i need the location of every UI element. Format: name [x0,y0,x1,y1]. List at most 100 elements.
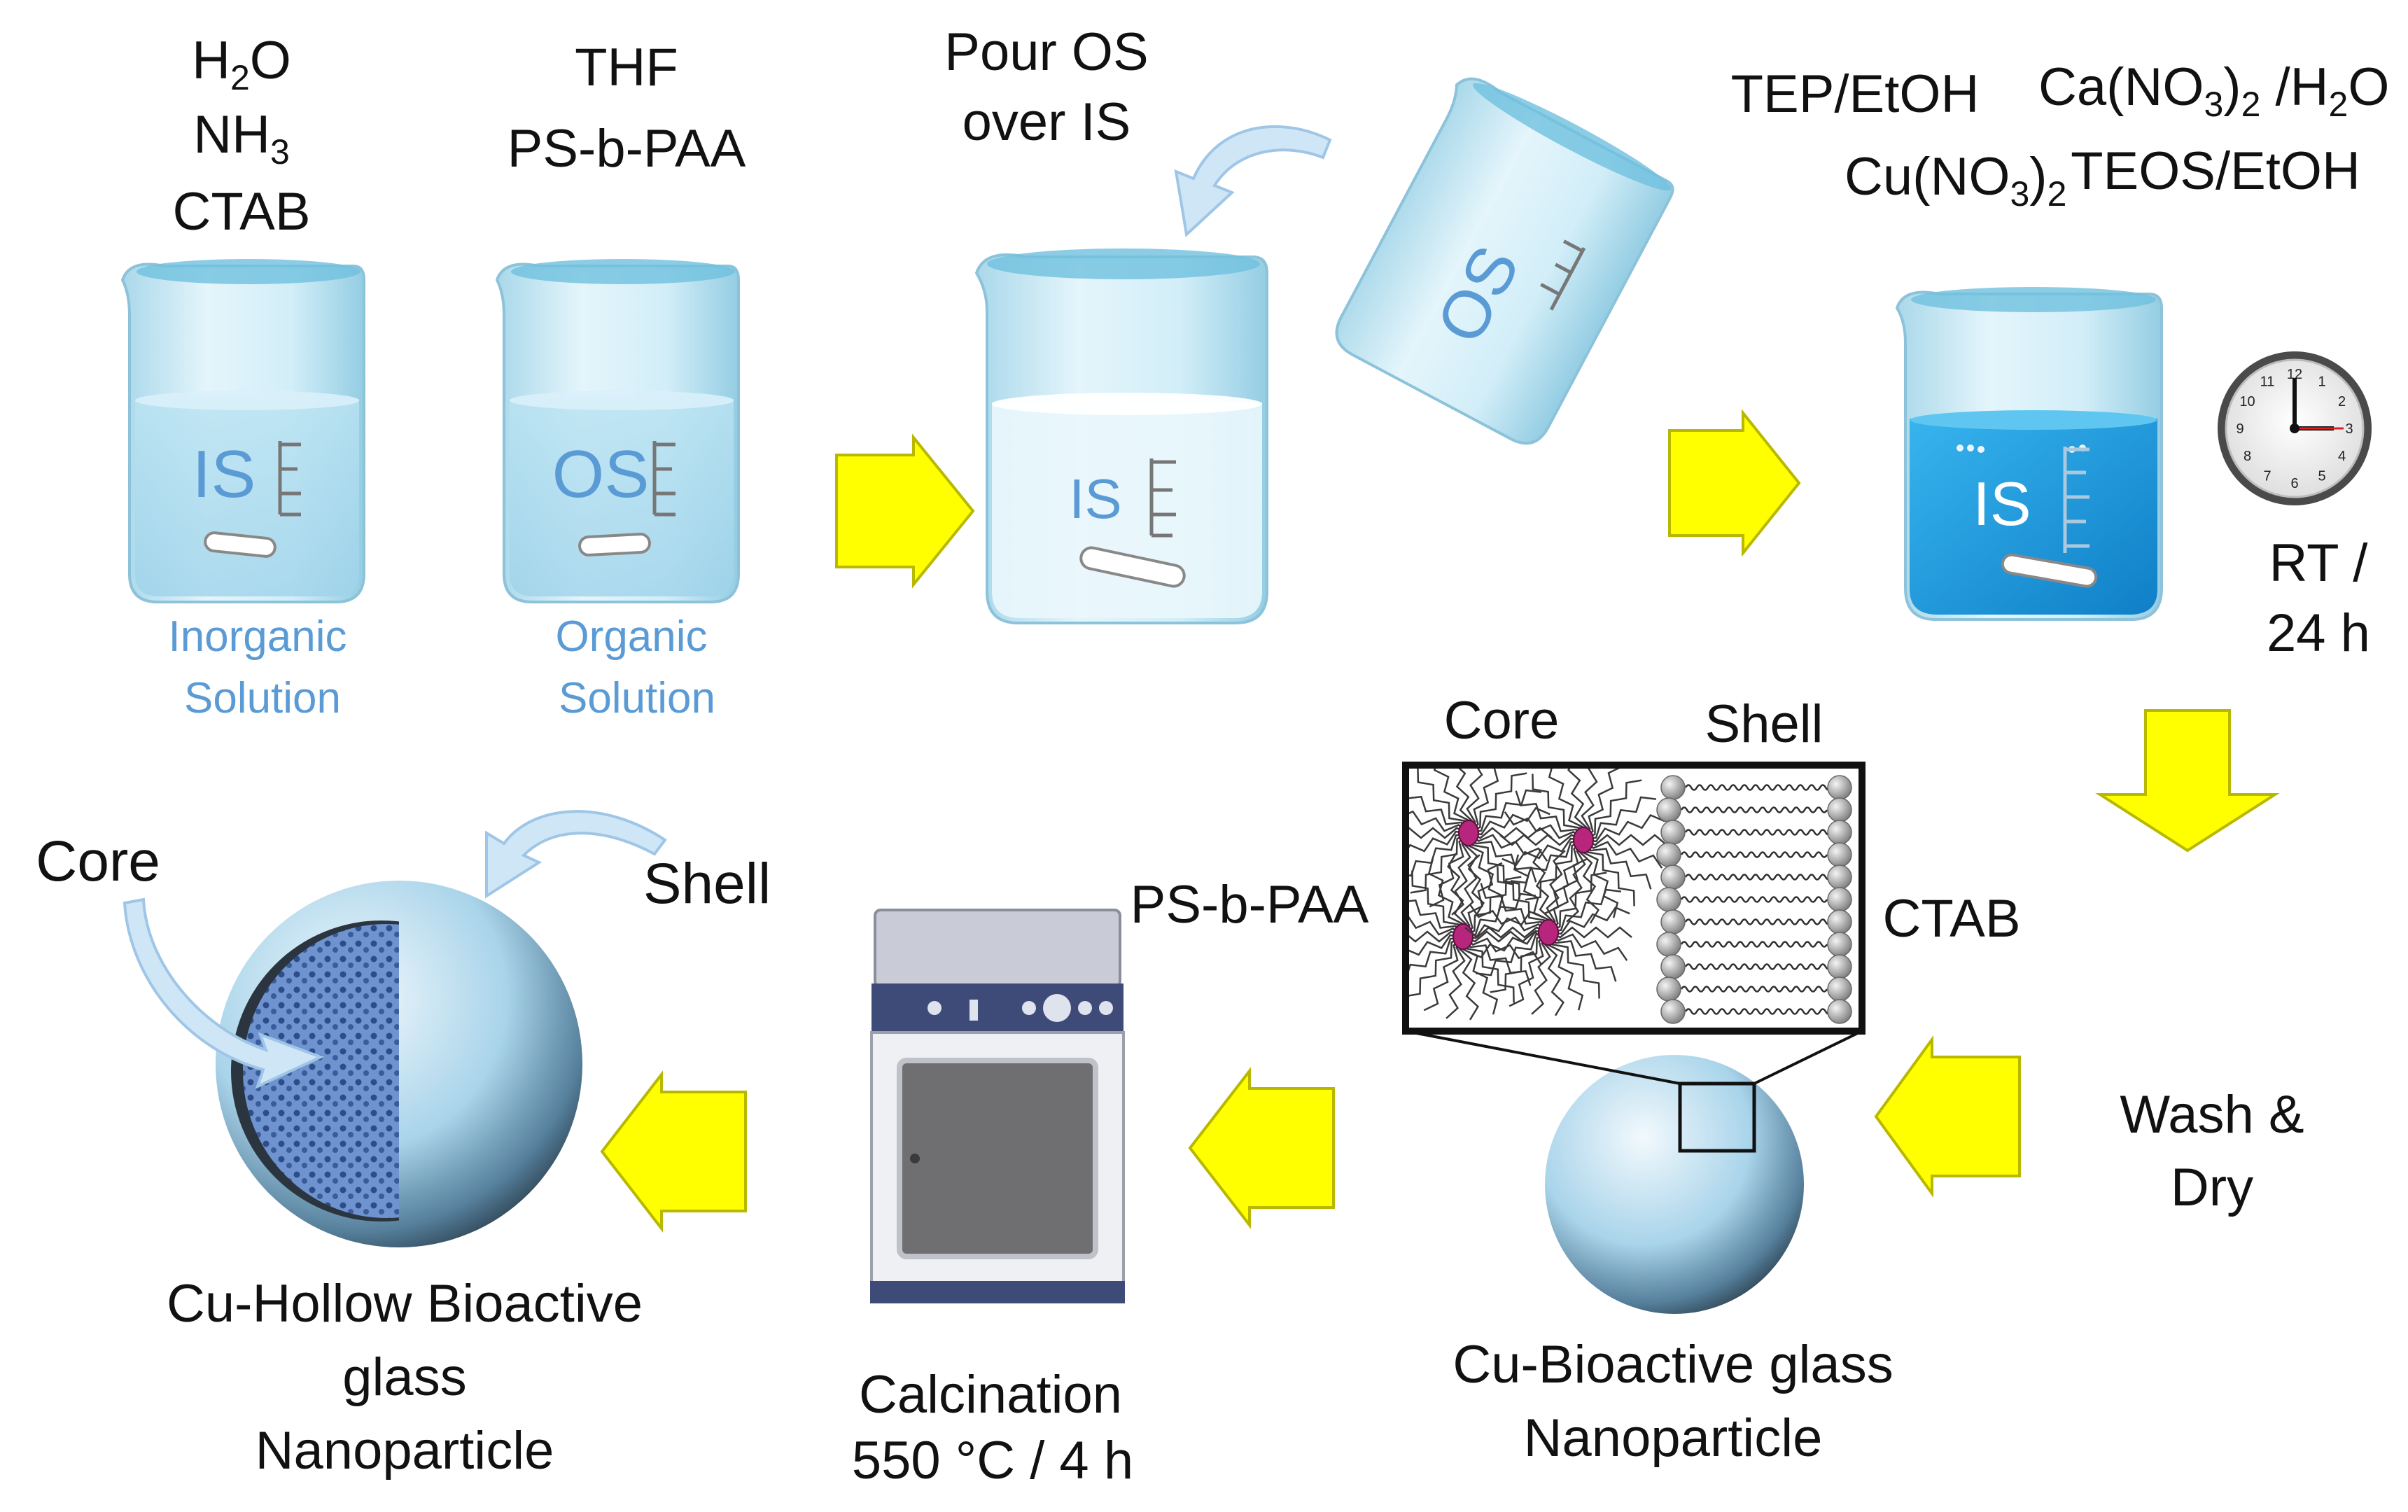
zoom-line-left [1405,1030,1681,1085]
micelle-core-dot [1458,820,1479,846]
beaker-tag-is: IS [192,437,256,512]
polymer-strand [1460,854,1480,937]
polymer-strand [1532,774,1585,841]
surfactant-chain [1680,896,1828,903]
surfactant-head [1827,887,1852,912]
polymer-strand [1406,913,1464,937]
reagent-water-sub: 2 [230,58,250,97]
clock-number: 4 [2338,449,2346,464]
svg-text:H2O: H2O [192,31,291,97]
polymer-strand [1490,931,1549,993]
polymer-strand [1468,772,1527,834]
clock-number: 12 [2287,367,2302,382]
polymer-strand [1406,930,1464,943]
polymer-strand [1462,936,1543,965]
zoom-line-right [1754,1030,1863,1085]
surfactant-head [1827,775,1852,800]
cu-nitrate-b: ) [2029,147,2047,206]
polymer-strand [1464,926,1549,939]
surfactant-head [1827,864,1852,890]
polymer-strand [1423,936,1464,1011]
shell-surfactant-chains [1656,775,1852,1024]
caption-hollow-line1: Cu-Hollow Bioactive [167,1274,643,1334]
surfactant-head [1660,775,1686,800]
stir-bar [204,531,276,558]
polymer-strand [1583,839,1663,869]
polymer-strand [1466,765,1483,834]
polymer-strand [1583,779,1642,841]
polymer-strand [1547,932,1617,982]
polymer-strand [1583,834,1667,846]
polymer-strand [1499,834,1584,846]
ca-nitrate-sub2: 2 [2241,85,2261,124]
polymer-strand [1447,853,1467,937]
reagents-inorganic: H2O NH3 CTAB [172,31,310,241]
polymer-strand [1406,830,1469,854]
caption-organic-line1: Organic [555,612,707,661]
surfactant-chain [1680,851,1828,858]
clock-number: 8 [2244,449,2251,464]
condition-24h: 24 h [2267,603,2370,663]
caption-inorganic-line1: Inorganic [168,612,346,661]
ca-nitrate-b: ) [2223,57,2241,117]
clock-number: 5 [2318,469,2325,484]
polymer-strand [1406,899,1464,937]
polymer-strand [1508,932,1549,1007]
scale-marks [1540,239,1586,311]
polymer-strand [1433,765,1470,834]
polymer-strand [1462,936,1515,1003]
clock-number: 10 [2239,394,2255,410]
clock-number: 7 [2263,469,2271,484]
polymer-strand [1406,827,1469,839]
polymer-strand [1406,810,1469,834]
polymer-strand [1455,765,1473,834]
polymer-strand [1546,850,1566,933]
polymer-strand [1531,932,1551,1015]
polymer-strand [1459,936,1479,1021]
clock-number: 9 [2236,421,2244,437]
polymer-strand [1462,862,1503,937]
inset-agent-ps-b-paa: PS-b-PAA [1130,875,1369,934]
polymer-strand [1468,789,1542,834]
polymer-strand [1475,931,1549,976]
surfactant-head [1827,954,1852,979]
micelle-core-dot [1538,919,1559,946]
ca-nitrate-d: O [2348,57,2389,117]
polymer-strand [1462,876,1522,938]
zoom-region [1678,1082,1756,1153]
hollow-core-label: Core [36,830,160,893]
surfactant-chain [1684,1008,1833,1015]
polymer-strand [1544,932,1564,1016]
inset-agent-ctab: CTAB [1882,889,2020,948]
surfactant-head [1660,820,1686,845]
polymer-strand [1462,892,1536,938]
reagent-ammonia: NH [193,105,270,164]
surfactant-head [1656,976,1681,1002]
polymer-strand [1417,766,1470,834]
polymer-strand [1513,854,1550,933]
caption-bioactive-line1: Cu-Bioactive glass [1452,1335,1893,1394]
scale-marks [1149,458,1176,538]
reagent-ca-nitrate: Ca(NO3)2 /H2O [2038,57,2389,124]
polymer-strand [1548,926,1632,939]
polymer-strand [1467,832,1537,883]
ca-nitrate-a: Ca(NO [2038,57,2204,117]
polymer-strand [1462,930,1547,943]
clock-number: 11 [2260,374,2275,390]
core-pointer-arrow [122,897,325,1089]
svg-text:NH3: NH3 [193,105,290,172]
cu-nitrate-sub2: 2 [2047,174,2067,214]
polymer-strand [1466,930,1549,959]
surfactant-chain [1680,941,1828,948]
caption-bioactive-line2: Nanoparticle [1524,1408,1823,1468]
polymer-strand [1582,839,1635,906]
surfactant-head [1660,909,1686,934]
polymer-strand [1548,765,1585,841]
step-dry: Dry [2171,1158,2253,1217]
surfactant-head [1827,976,1852,1002]
polymer-strand [1548,906,1630,935]
micelle-core-dot [1573,827,1594,853]
polymer-strand [1406,934,1464,956]
